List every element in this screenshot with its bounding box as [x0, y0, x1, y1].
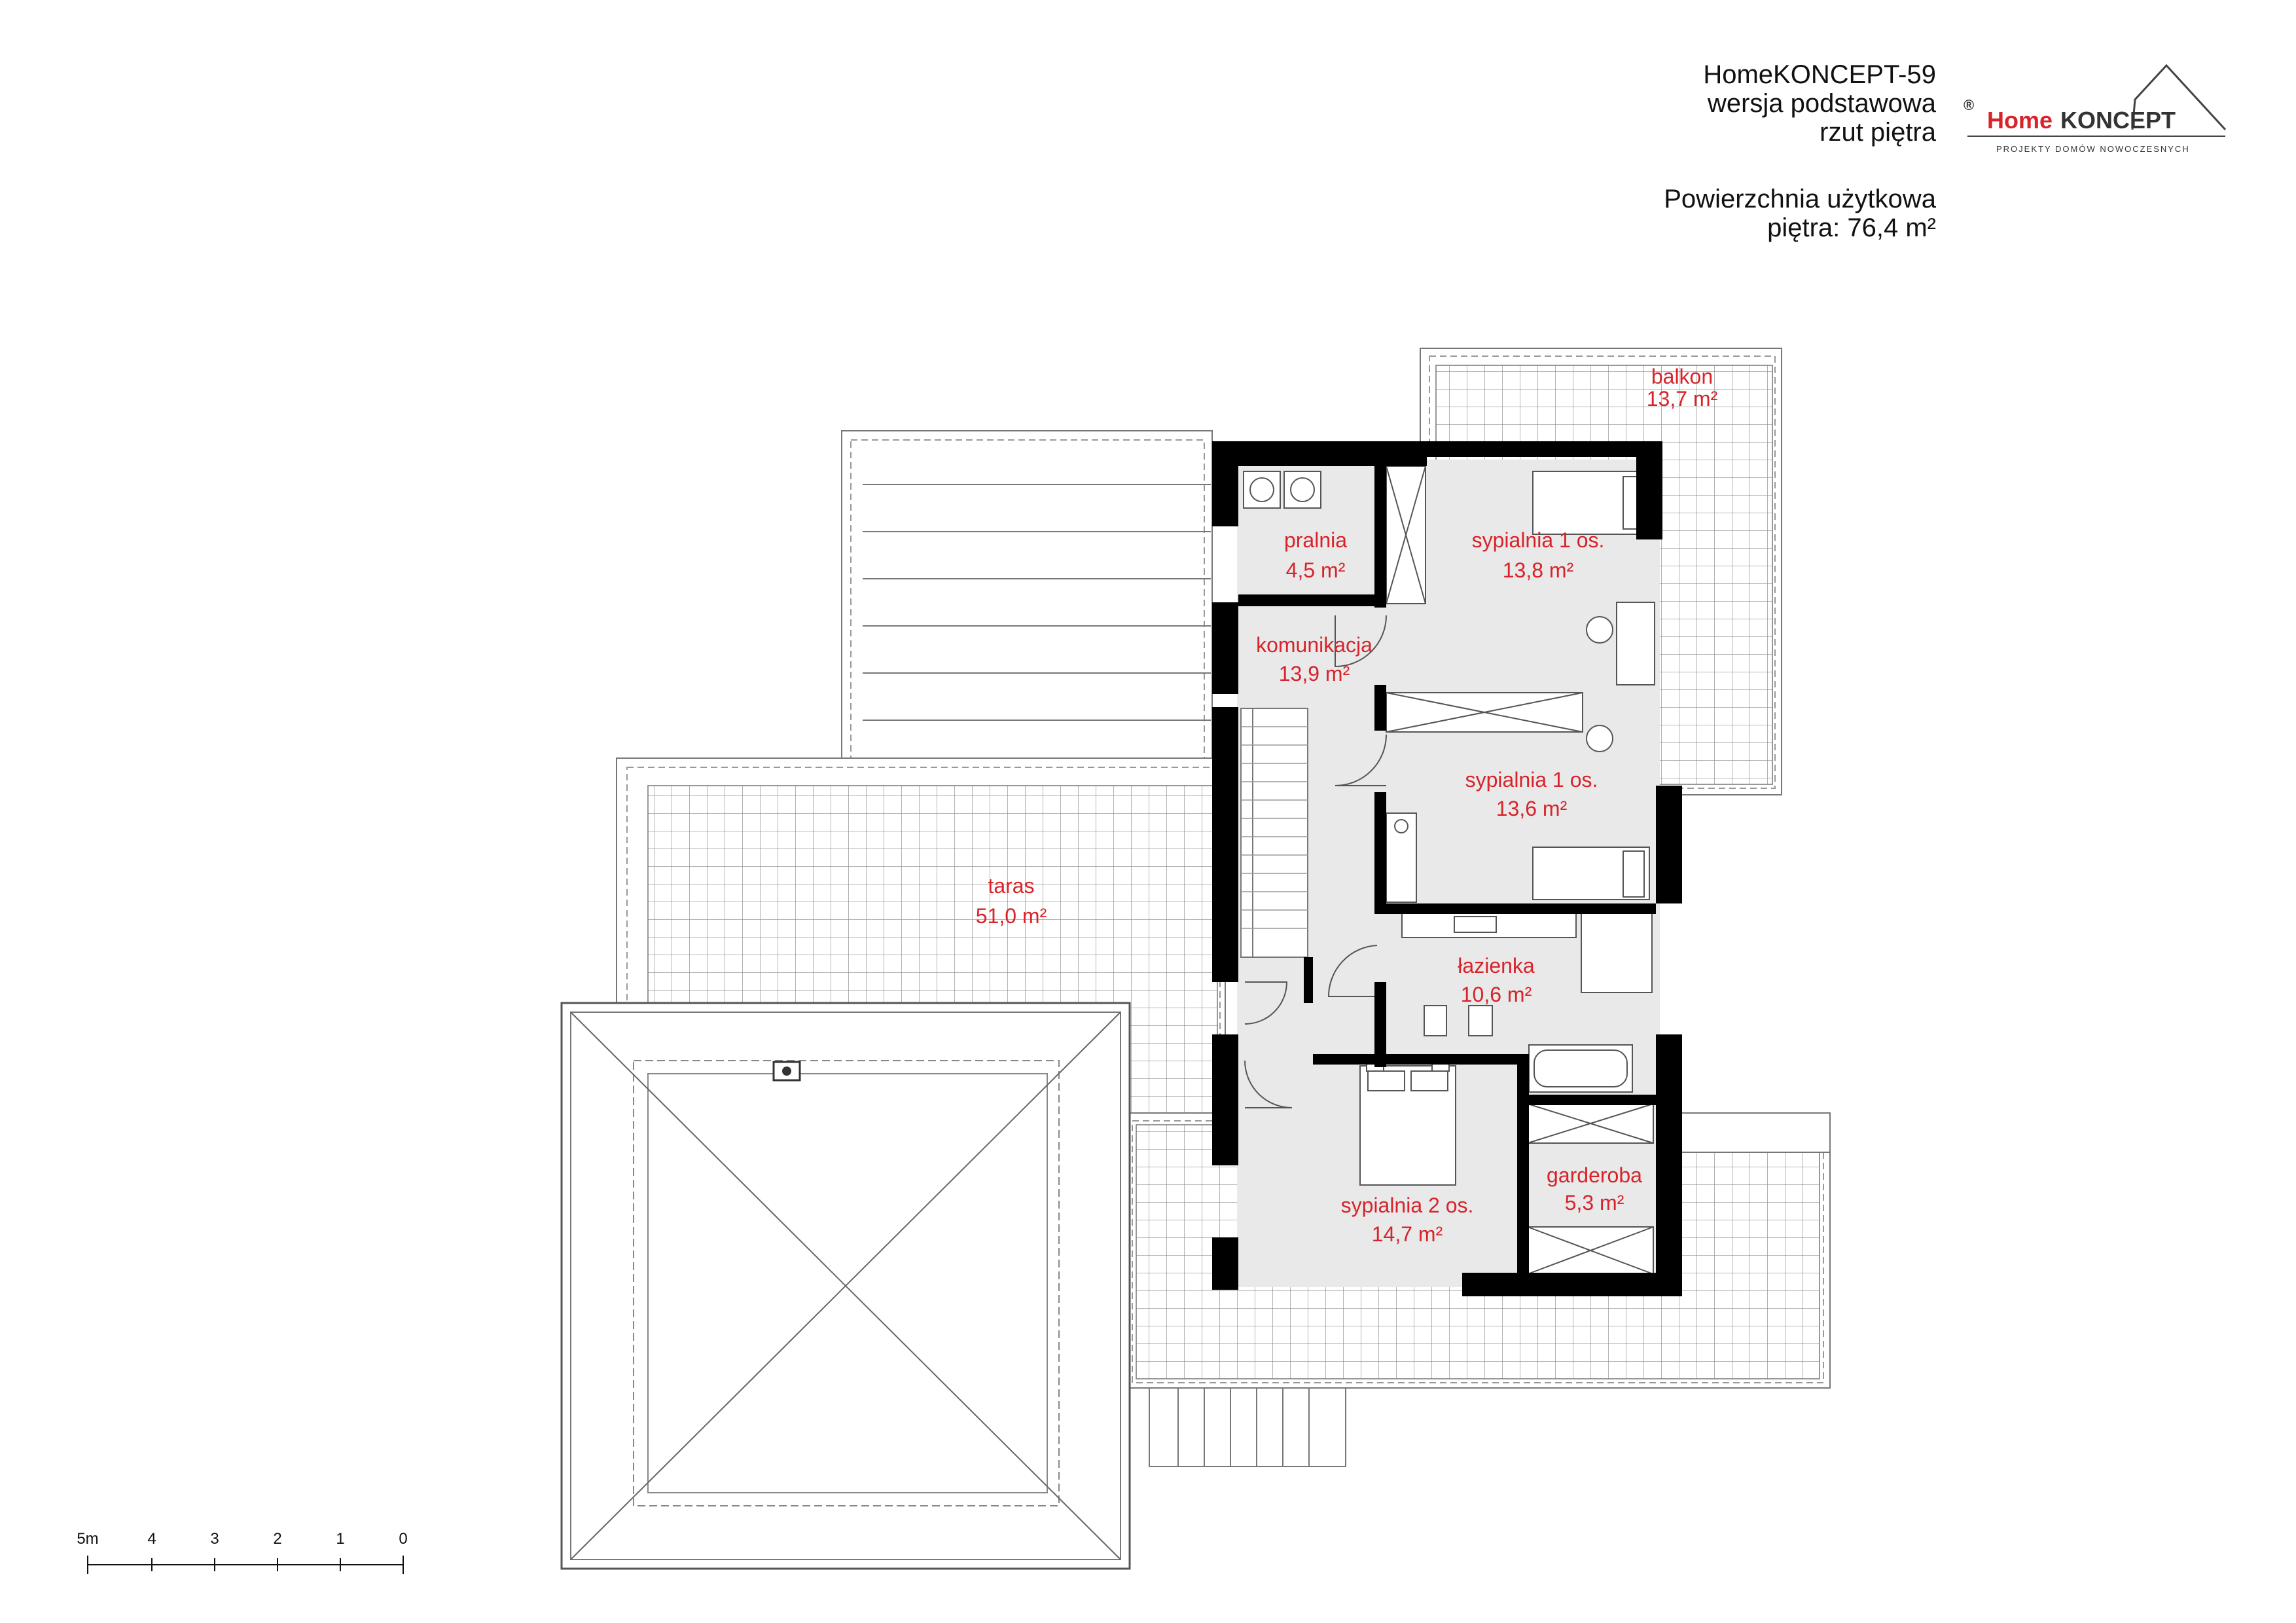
area-block: Powierzchnia użytkowa piętra: 76,4 m²: [1664, 185, 1936, 242]
company-logo: Home KONCEPT ® PROJEKTY DOMÓW NOWOCZESNY…: [1964, 64, 2227, 154]
door-swings: [1244, 615, 1387, 1108]
label-balkon-name: balkon: [1651, 365, 1713, 388]
walls: [1212, 441, 1682, 1296]
label-sypialnia1-area: 13,8 m²: [1503, 558, 1574, 582]
label-komunikacja-name: komunikacja: [1256, 633, 1372, 657]
logo-tagline: PROJEKTY DOMÓW NOWOCZESNYCH: [1996, 144, 2190, 154]
variant-label: wersja podstawowa: [1707, 89, 1936, 118]
registered-mark: ®: [1964, 97, 1974, 113]
label-pralnia-name: pralnia: [1284, 528, 1347, 552]
label-sypialnia2-name: sypialnia 2 os.: [1341, 1194, 1474, 1217]
hip-roof: [560, 1002, 1131, 1570]
scale-tick-3: 3: [210, 1530, 219, 1548]
roof-panels: [841, 430, 1213, 767]
scale-bar: 0 1 2 3 4 5m: [77, 1530, 408, 1574]
scale-tick-0: 0: [399, 1530, 407, 1548]
logo-text-home: Home: [1987, 107, 2053, 134]
area-title: Powierzchnia użytkowa: [1664, 185, 1936, 213]
label-pralnia-area: 4,5 m²: [1286, 558, 1346, 582]
label-komunikacja-area: 13,9 m²: [1279, 662, 1350, 685]
area-value: piętra: 76,4 m²: [1767, 213, 1936, 242]
label-sypialnia1b-area: 13,6 m²: [1496, 797, 1568, 820]
scale-tick-4: 4: [147, 1530, 156, 1548]
label-sypialnia1b-name: sypialnia 1 os.: [1465, 768, 1598, 792]
label-garderoba-name: garderoba: [1547, 1163, 1642, 1187]
label-taras-area: 51,0 m²: [976, 904, 1047, 928]
view-label: rzut piętra: [1820, 118, 1936, 147]
scale-tick-5: 5m: [77, 1530, 98, 1548]
label-sypialnia2-area: 14,7 m²: [1372, 1222, 1443, 1246]
label-garderoba-area: 5,3 m²: [1565, 1191, 1624, 1214]
label-lazienka-area: 10,6 m²: [1461, 983, 1532, 1006]
staircase: [1240, 708, 1308, 958]
label-taras-name: taras: [988, 874, 1034, 898]
label-lazienka-name: łazienka: [1458, 954, 1535, 977]
scale-tick-2: 2: [273, 1530, 281, 1548]
project-name: HomeKONCEPT-59: [1703, 60, 1936, 89]
title-block: HomeKONCEPT-59 wersja podstawowa rzut pi…: [1703, 60, 1936, 147]
logo-text-koncept: KONCEPT: [2060, 107, 2176, 134]
room-labels: balkon 13,7 m² pralnia 4,5 m² sypialnia …: [976, 365, 1718, 1246]
scale-tick-1: 1: [336, 1530, 344, 1548]
label-balkon-area: 13,7 m²: [1647, 387, 1718, 410]
label-sypialnia1-name: sypialnia 1 os.: [1472, 528, 1605, 552]
